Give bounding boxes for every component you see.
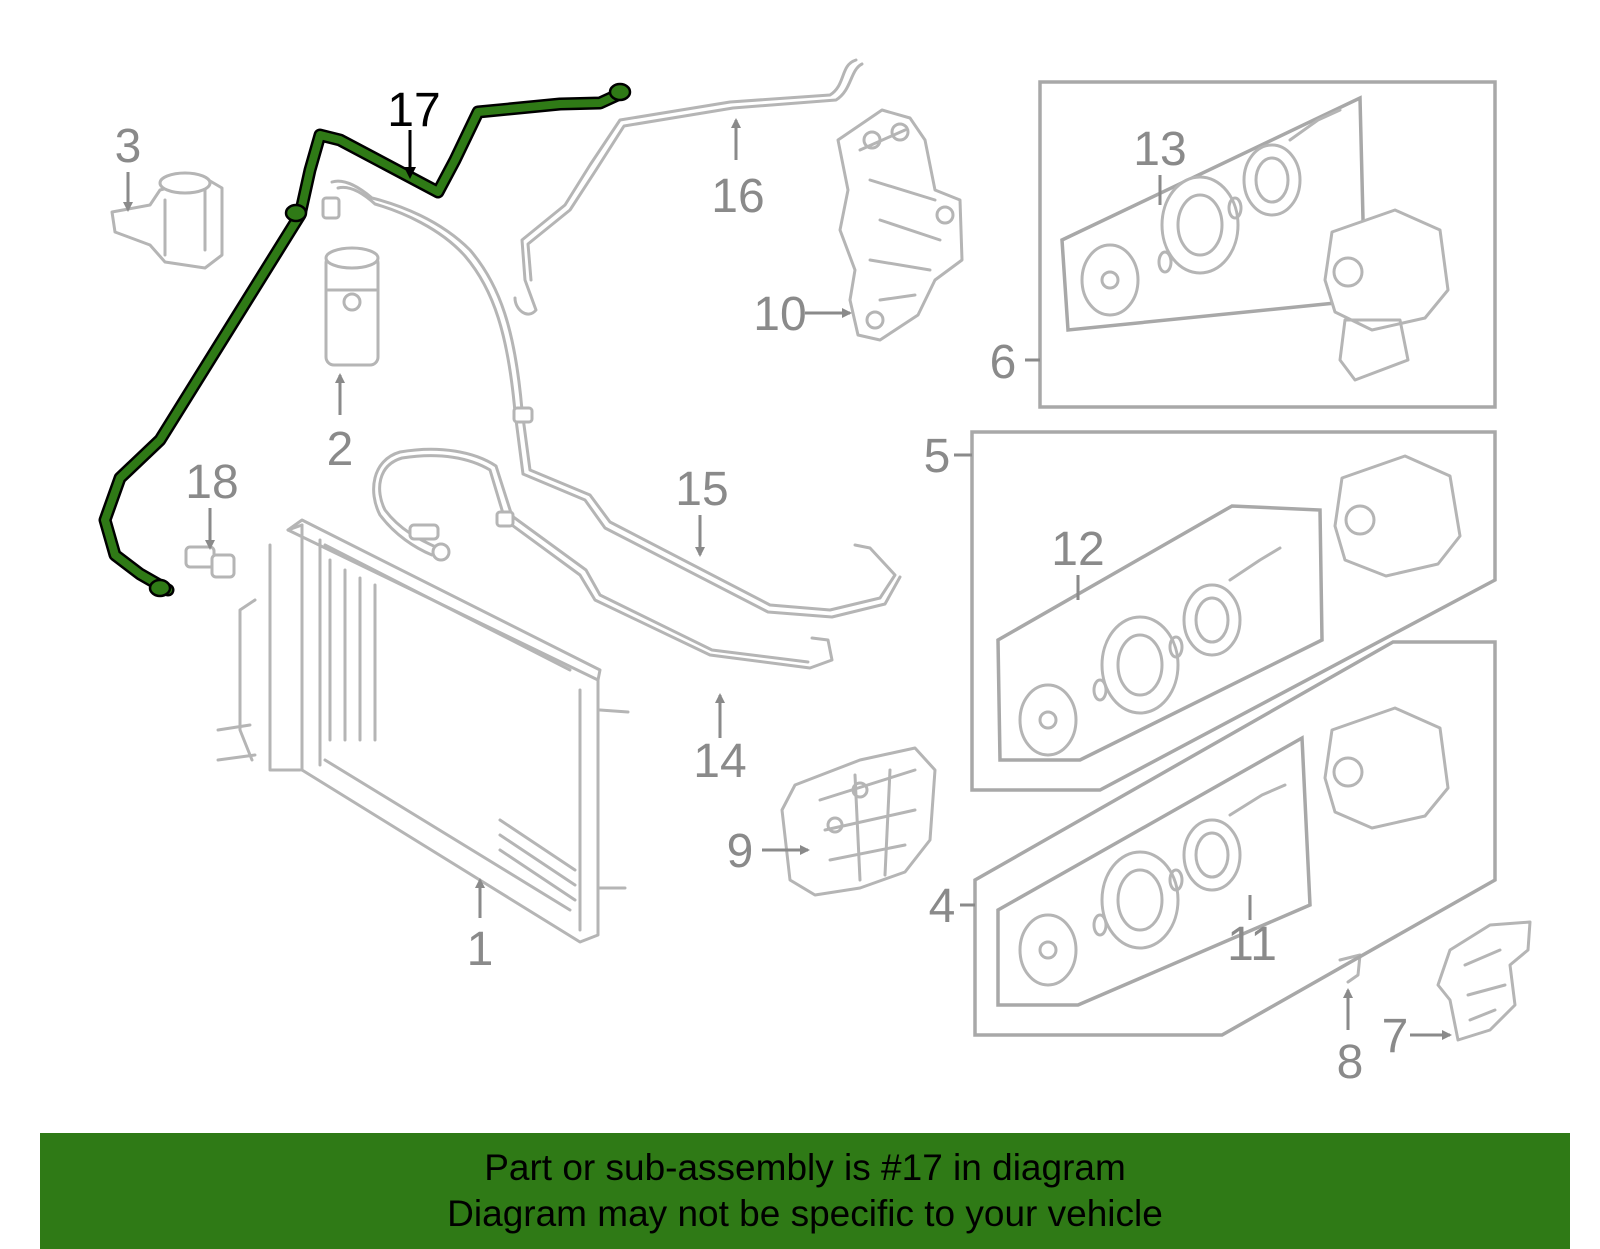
- part-7-bracket: [1436, 920, 1532, 1042]
- notice-banner: Part or sub-assembly is #17 in diagram D…: [40, 1133, 1570, 1249]
- part-9-bracket: [780, 746, 937, 897]
- callout-8: 8: [1337, 1036, 1364, 1089]
- part-10-bracket: [836, 108, 964, 342]
- part-3-bracket: [110, 171, 224, 270]
- compressor-4: [1323, 706, 1450, 830]
- assembly-4-box: [973, 640, 1497, 1037]
- clutch-13-parts: [1080, 108, 1342, 317]
- leader-lines: [123, 118, 1452, 1040]
- callout-4: 4: [929, 880, 956, 933]
- callout-11: 11: [1227, 918, 1277, 971]
- assembly-5-box: [970, 430, 1497, 792]
- part-15-line: [321, 179, 902, 619]
- callout-10: 10: [753, 288, 806, 341]
- callout-2: 2: [327, 423, 354, 476]
- part-17-highlighted-hose: [98, 82, 632, 598]
- callout-14: 14: [693, 735, 746, 788]
- part-16-line: [513, 58, 864, 316]
- compressor-6: [1323, 208, 1450, 382]
- parts-diagram: 3 2 17 16 10 6 5 18 15 13 12 14 9 1 4 11…: [98, 58, 1532, 1089]
- callout-16: 16: [711, 170, 764, 223]
- assembly-6-box: [1038, 80, 1497, 409]
- callout-18: 18: [185, 456, 238, 509]
- compressor-5: [1333, 454, 1462, 578]
- callout-5: 5: [924, 430, 951, 483]
- callout-6: 6: [990, 336, 1017, 389]
- callout-12: 12: [1051, 523, 1104, 576]
- clutch-11-parts: [1018, 783, 1287, 987]
- callout-9: 9: [727, 825, 754, 878]
- clutch-12-parts: [1018, 546, 1282, 757]
- banner-line-disclaimer: Diagram may not be specific to your vehi…: [447, 1193, 1163, 1234]
- callout-labels: 3 2 17 16 10 6 5 18 15 13 12 14 9 1 4 11…: [115, 84, 1409, 1089]
- callout-13: 13: [1133, 123, 1186, 176]
- part-2-receiver-drier: [324, 246, 380, 367]
- callout-1: 1: [467, 923, 494, 976]
- part-18-switch: [184, 545, 236, 579]
- callout-3: 3: [115, 120, 142, 173]
- part-14-line: [372, 447, 834, 670]
- callout-17: 17: [387, 84, 440, 137]
- part-8-clip: [1338, 953, 1362, 984]
- part-1-condenser: [216, 518, 630, 944]
- callout-15: 15: [675, 463, 728, 516]
- callout-7: 7: [1382, 1010, 1409, 1063]
- banner-line-part-number: Part or sub-assembly is #17 in diagram: [484, 1147, 1126, 1188]
